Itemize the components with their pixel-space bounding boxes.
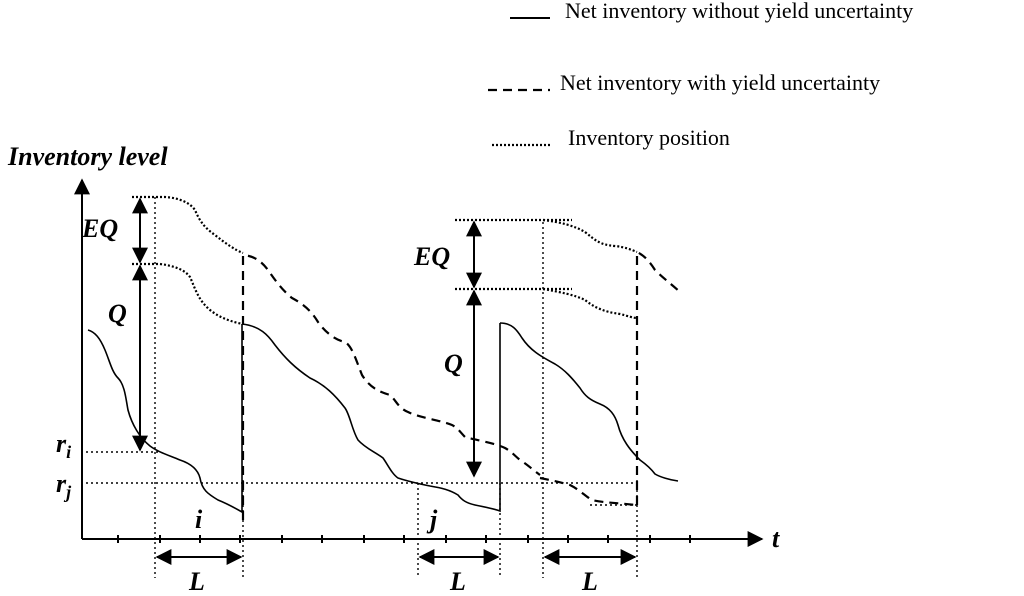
eq-label-2: EQ <box>413 242 450 271</box>
legend: Net inventory without yield uncertainty … <box>488 0 913 150</box>
order-i-label: i <box>195 505 203 534</box>
r-i-label: ri <box>56 429 71 462</box>
y-axis-title: Inventory level <box>7 142 168 171</box>
x-axis-title: t <box>772 524 780 553</box>
net-inventory-with-uncertainty <box>241 250 681 520</box>
lead-time-label-1: L <box>188 567 205 596</box>
legend-dotted-label: Inventory position <box>568 125 730 150</box>
legend-solid-label: Net inventory without yield uncertainty <box>565 0 913 23</box>
net-inventory-without-uncertainty <box>87 322 679 514</box>
q-label-2: Q <box>444 349 463 378</box>
legend-dashed-label: Net inventory with yield uncertainty <box>560 70 880 95</box>
vertical-guides <box>154 197 638 578</box>
inventory-position-curves <box>132 195 638 326</box>
x-axis-ticks <box>117 535 691 543</box>
lead-time-label-3: L <box>581 567 598 596</box>
q-label-1: Q <box>108 299 127 328</box>
order-j-label: j <box>426 505 438 534</box>
lead-time-label-2: L <box>449 567 466 596</box>
r-j-label: rj <box>56 469 72 502</box>
eq-label-1: EQ <box>81 214 118 243</box>
